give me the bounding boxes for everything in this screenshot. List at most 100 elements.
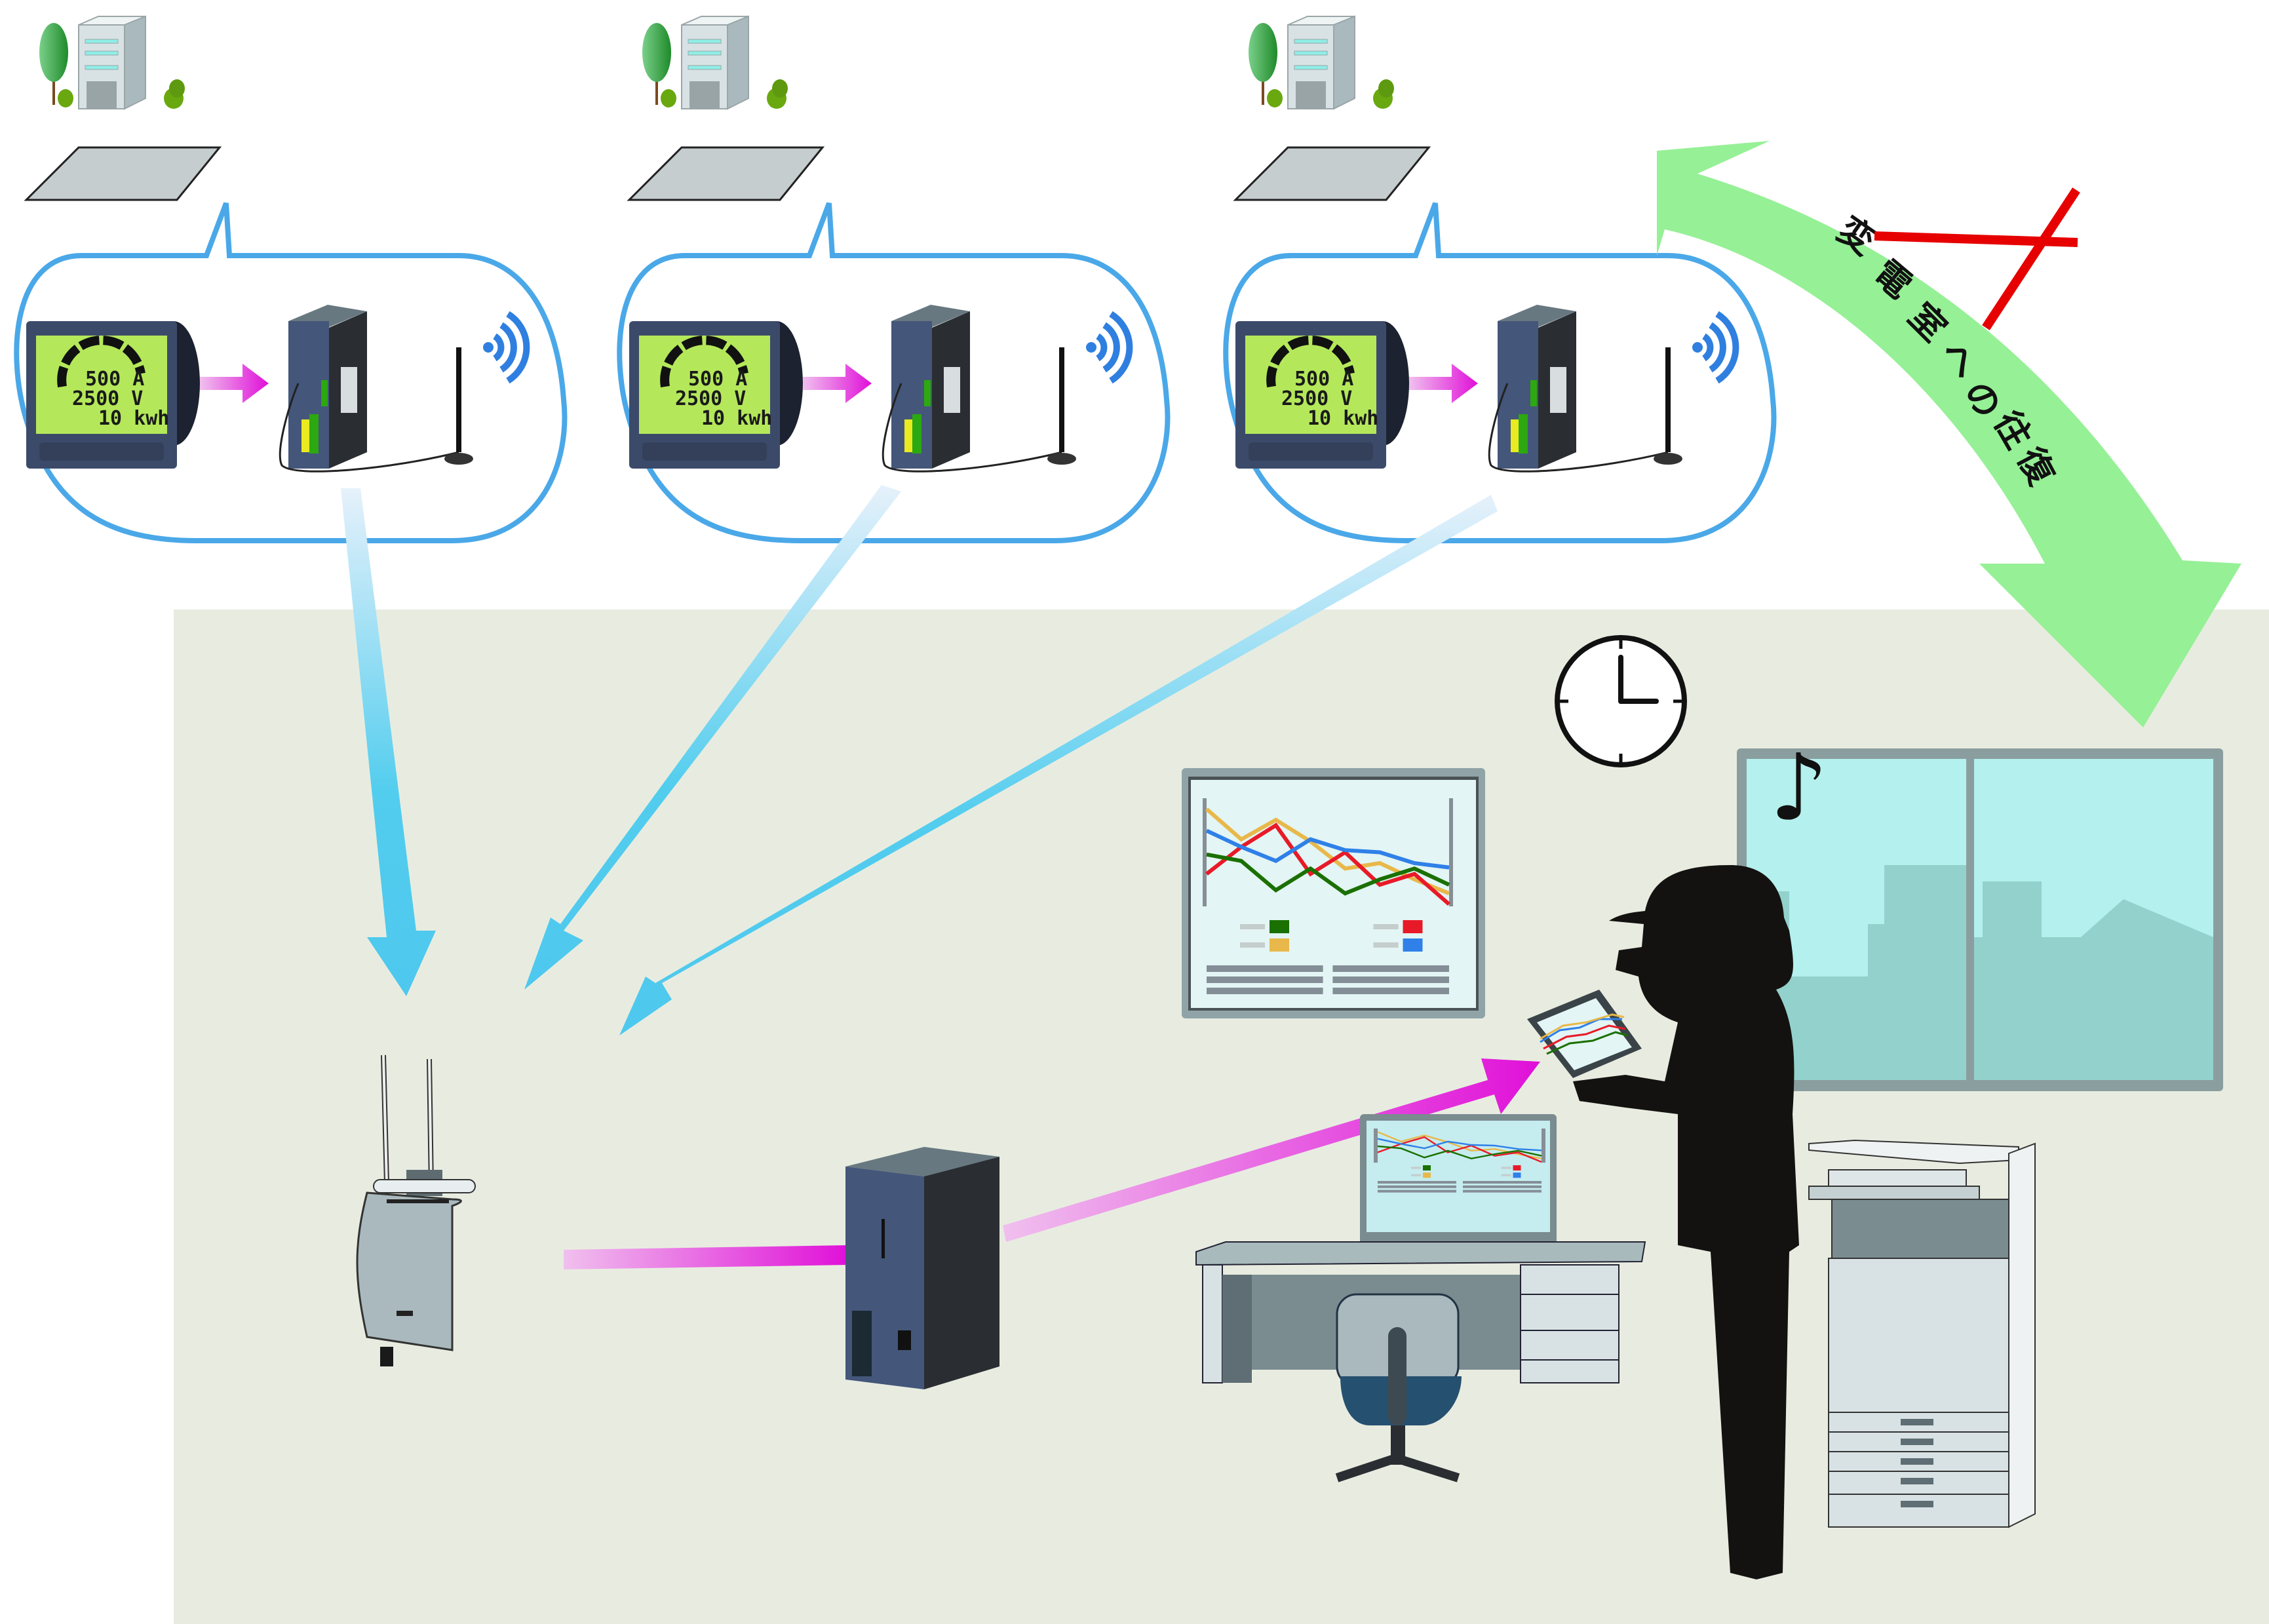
chart-series-red — [1205, 822, 1450, 906]
text-placeholder-line — [1207, 988, 1323, 994]
copier-drawer-handle — [1901, 1458, 1933, 1465]
ground-plot — [627, 146, 825, 201]
meter-reading-energy: 10 kwh — [98, 407, 169, 430]
chart-axis-right — [1542, 1129, 1545, 1163]
meter-reading-current: 500 A — [1294, 368, 1353, 391]
bush — [1267, 89, 1283, 107]
legend-label-placeholder — [1240, 942, 1265, 948]
tree — [642, 23, 671, 82]
meter-reading-current: 500 A — [85, 368, 144, 391]
wall-clock — [1555, 635, 1687, 767]
legend-swatch — [1403, 938, 1423, 952]
meter-reading-energy: 10 kwh — [1308, 407, 1378, 430]
building — [681, 15, 749, 110]
ground-plot — [1233, 146, 1431, 201]
text-placeholder-line — [1463, 1185, 1542, 1188]
data-flow-arrow — [803, 364, 872, 403]
tree-trunk — [655, 72, 658, 105]
wired-link-gateway-tablet — [1003, 1058, 1540, 1242]
music-note-icon: ♪ — [1770, 735, 1828, 841]
text-placeholder-line — [1332, 976, 1449, 983]
chart-series-green — [1377, 1145, 1542, 1160]
legend-label-placeholder — [1373, 942, 1399, 948]
wireless-logger — [279, 305, 459, 473]
building — [1287, 15, 1355, 110]
wifi-signal-icon — [1086, 311, 1133, 384]
window — [1737, 748, 2223, 1091]
chart-series-blue — [1205, 828, 1450, 870]
meter-reading-energy: 10 kwh — [701, 407, 772, 430]
copier — [1808, 1139, 2036, 1528]
chart-axis-left — [1374, 1129, 1378, 1163]
person-with-tablet — [1527, 865, 1799, 1579]
chart-series-red — [1377, 1136, 1542, 1163]
legend-label-placeholder — [1411, 1174, 1422, 1176]
copier-drawer-handle — [1901, 1439, 1933, 1445]
data-flow-arrow — [200, 364, 269, 403]
legend-swatch — [1423, 1165, 1431, 1170]
wireless-link-3 — [619, 495, 1498, 1035]
ground-plot — [24, 146, 222, 201]
legend-label-placeholder — [1411, 1167, 1422, 1169]
gateway-unit[interactable] — [845, 1147, 999, 1389]
wireless-links — [341, 485, 1498, 1035]
text-placeholder-line — [1463, 1189, 1542, 1193]
text-placeholder-line — [1207, 976, 1323, 983]
legend-swatch — [1270, 938, 1289, 952]
bush — [58, 89, 73, 107]
chart-series-blue — [1377, 1138, 1542, 1151]
legend-label-placeholder — [1501, 1174, 1511, 1176]
legend-swatch — [1403, 920, 1423, 933]
text-placeholder-line — [1463, 1181, 1542, 1184]
legend-swatch — [1513, 1172, 1521, 1178]
cross-stroke-2 — [1982, 187, 2080, 330]
wifi-signal-icon — [1692, 311, 1739, 384]
bush — [169, 79, 185, 98]
legend-label-placeholder — [1373, 924, 1399, 929]
legend-swatch — [1423, 1172, 1431, 1178]
meter-reading-voltage: 2500 V — [1281, 387, 1352, 410]
tree — [1249, 23, 1277, 82]
wireless-logger — [882, 305, 1062, 473]
tablet[interactable] — [1527, 990, 1642, 1078]
copier-drawer-handle — [1901, 1501, 1933, 1507]
wifi-signal-icon — [483, 311, 530, 384]
text-placeholder-line — [1378, 1181, 1456, 1184]
bush — [1378, 79, 1394, 98]
copier-drawer-handle — [1901, 1478, 1933, 1484]
bush — [661, 89, 676, 107]
wireless-logger — [1488, 305, 1669, 473]
bush — [772, 79, 788, 98]
wireless-access-point[interactable] — [356, 1054, 476, 1366]
meter-reading-current: 500 A — [688, 368, 747, 391]
wall-display — [1182, 768, 1485, 1018]
legend-label-placeholder — [1501, 1167, 1511, 1169]
text-placeholder-line — [1378, 1189, 1456, 1193]
tree-trunk — [1262, 72, 1264, 105]
chart-axis-right — [1449, 798, 1453, 906]
text-placeholder-line — [1378, 1185, 1456, 1188]
wired-link-ap-gateway — [564, 1245, 849, 1269]
meter-reading-voltage: 2500 V — [72, 387, 143, 410]
wireless-link-2 — [524, 485, 901, 990]
legend-swatch — [1270, 920, 1289, 933]
chart-series-green — [1206, 852, 1450, 896]
wireless-link-1 — [341, 488, 436, 996]
tree-trunk — [52, 72, 55, 105]
meter-reading-voltage: 2500 V — [675, 387, 746, 410]
desk-with-pc — [1195, 1114, 1646, 1482]
text-placeholder-line — [1207, 965, 1323, 972]
legend-label-placeholder — [1240, 924, 1265, 929]
text-placeholder-line — [1332, 988, 1449, 994]
building — [78, 15, 146, 110]
text-placeholder-line — [1332, 965, 1449, 972]
tree — [39, 23, 68, 82]
legend-swatch — [1513, 1165, 1521, 1170]
